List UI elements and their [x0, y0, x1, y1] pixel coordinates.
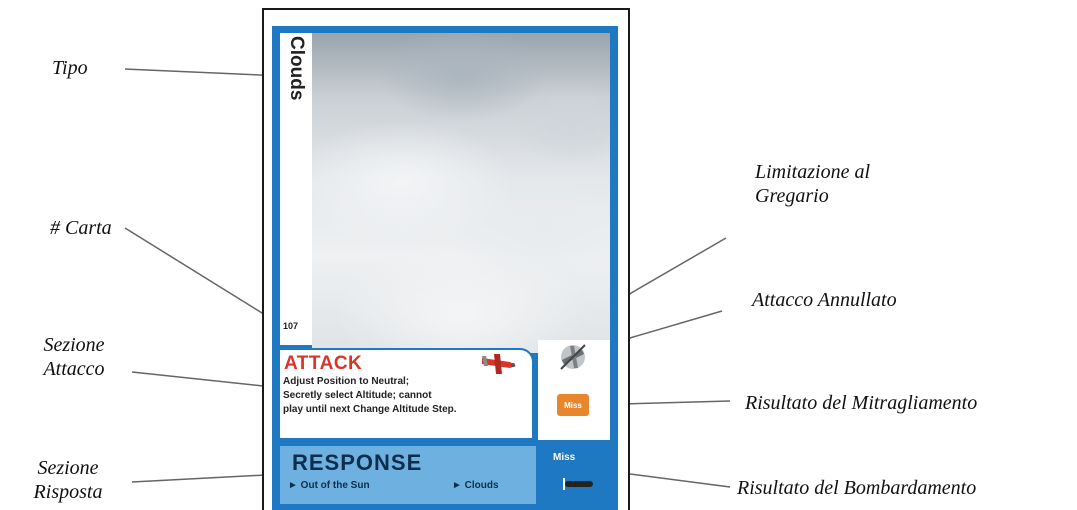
bomb-result-label: Miss [553, 452, 576, 463]
bomb-icon [565, 481, 593, 487]
label-line: Sezione [43, 334, 105, 356]
response-item: ► Out of the Sun [288, 480, 370, 491]
label-line: Limitazione al [755, 161, 871, 183]
label-carta: # Carta [50, 217, 112, 239]
bomb-marker [563, 478, 565, 490]
clouds-image [312, 33, 610, 353]
label-line: Gregario [755, 185, 829, 207]
attack-text: Adjust Position to Neutral; Secretly sel… [283, 375, 533, 417]
attack-title: ATTACK [284, 353, 363, 374]
label-sezione-risposta: Sezione Risposta [8, 456, 128, 504]
label-tipo: Tipo [52, 57, 88, 79]
response-item: ► Clouds [452, 480, 499, 491]
attack-text-line: play until next Change Altitude Step. [283, 404, 457, 415]
wingman-plane-icon [482, 354, 516, 374]
label-mitragliamento: Risultato del Mitragliamento [745, 392, 978, 414]
strafe-result-badge: Miss [557, 394, 589, 416]
type-strip [280, 33, 312, 345]
label-line: Attacco [43, 358, 105, 380]
response-section [280, 446, 536, 504]
label-limitazione: Limitazione al Gregario [755, 160, 870, 208]
card-type: Clouds [286, 36, 307, 101]
label-line: Risposta [33, 481, 103, 503]
leader-carta [124, 227, 284, 327]
label-attacco-annullato: Attacco Annullato [752, 289, 897, 311]
attack-text-line: Adjust Position to Neutral; [283, 376, 410, 387]
response-title: RESPONSE [292, 450, 423, 475]
label-bombardamento: Risultato del Bombardamento [737, 477, 977, 499]
leader-tipo [124, 68, 283, 77]
label-sezione-attacco: Sezione Attacco [20, 333, 128, 381]
attack-cancelled-icon [560, 344, 586, 370]
attack-text-line: Secretly select Altitude; cannot [283, 390, 432, 401]
leader-attacco [131, 371, 283, 389]
card-number: 107 [283, 321, 299, 331]
label-line: Sezione [37, 457, 99, 479]
